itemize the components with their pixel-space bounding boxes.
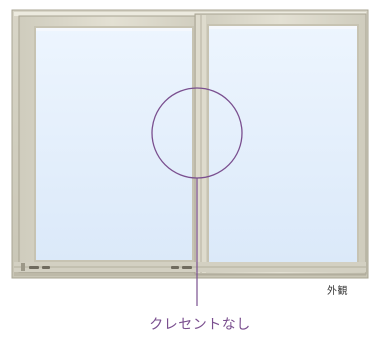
right-sash bbox=[194, 13, 367, 275]
left-glass bbox=[36, 28, 192, 260]
latch-fittings bbox=[21, 263, 192, 271]
crescent-callout bbox=[151, 87, 243, 306]
left-sash bbox=[18, 15, 207, 273]
callout-label: クレセントなし bbox=[149, 317, 251, 333]
view-label: 外観 bbox=[327, 286, 348, 297]
right-glass bbox=[209, 26, 357, 262]
